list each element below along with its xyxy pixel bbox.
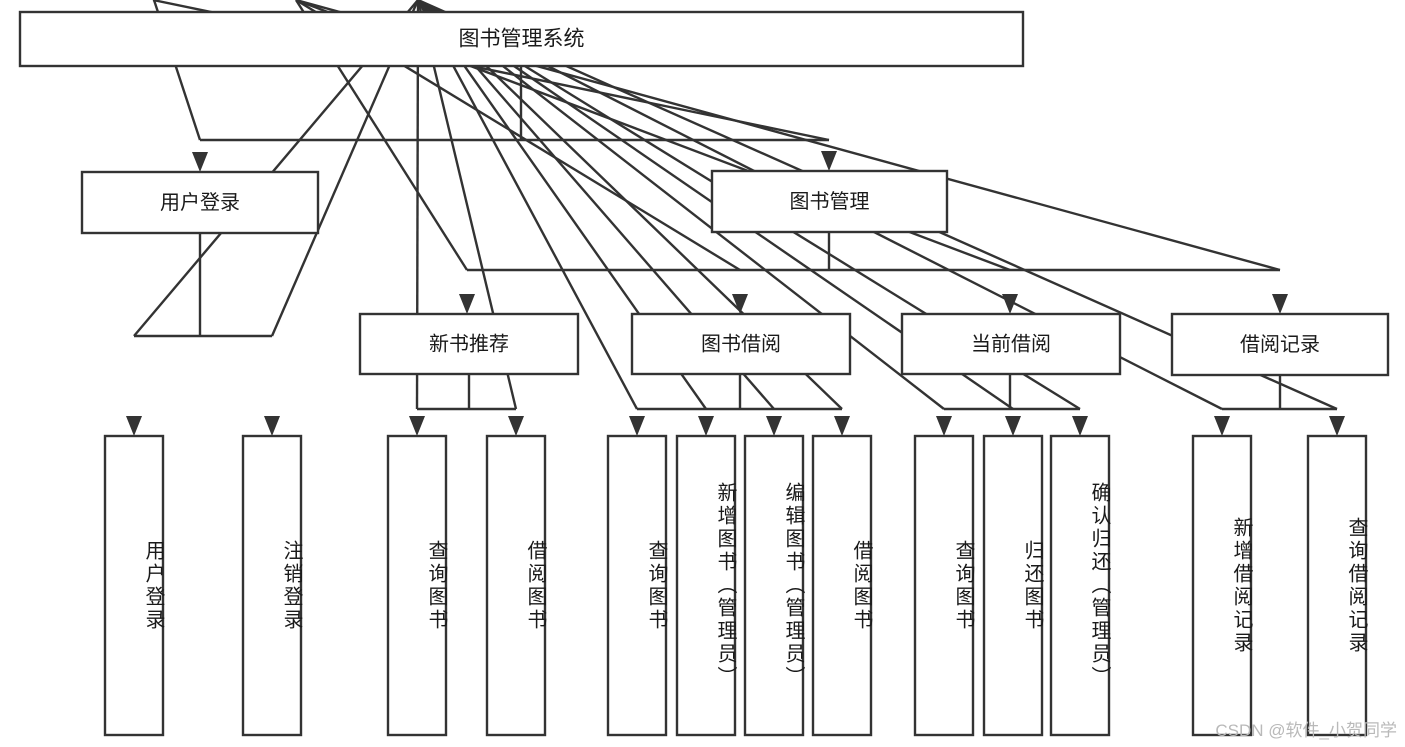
node-leaf-borrow-book-1-box — [485, 434, 547, 737]
node-current-borrow[interactable]: 当前借阅 — [900, 312, 1122, 376]
book-manage-drop-1-arrowhead — [732, 294, 748, 314]
node-leaf-user-login-box — [103, 434, 165, 737]
node-current-borrow-label: 当前借阅 — [971, 332, 1051, 355]
node-current-borrow-box — [900, 312, 1122, 376]
node-leaf-edit-book-box — [743, 434, 805, 737]
book-manage-drop-0-arrowhead — [459, 294, 475, 314]
book-borrow-drop-0-arrowhead — [629, 416, 645, 436]
user-login-drop-1-arrowhead — [264, 416, 280, 436]
book-borrow-drop-3-arrowhead — [834, 416, 850, 436]
new-book-rec-drop-1-arrowhead — [508, 416, 524, 436]
node-user-login-label: 用户登录 — [160, 191, 240, 214]
user-login-drop-0-arrowhead — [126, 416, 142, 436]
node-root-box — [18, 10, 1025, 68]
current-borrow-drop-0-arrowhead — [936, 416, 952, 436]
node-book-borrow-label: 图书借阅 — [701, 332, 781, 355]
node-leaf-add-record-box — [1191, 434, 1253, 737]
node-borrow-record[interactable]: 借阅记录 — [1170, 312, 1390, 377]
node-book-manage[interactable]: 图书管理 — [710, 169, 949, 234]
node-book-borrow[interactable]: 图书借阅 — [630, 312, 852, 376]
node-root[interactable]: 图书管理系统 — [18, 10, 1025, 68]
book-borrow-drop-1-arrowhead — [698, 416, 714, 436]
node-book-borrow-box — [630, 312, 852, 376]
book-borrow-drop-2-arrowhead — [766, 416, 782, 436]
node-leaf-add-book-box — [675, 434, 737, 737]
node-new-book-rec-label: 新书推荐 — [429, 332, 509, 355]
book-manage-drop-3-arrowhead — [1272, 294, 1288, 314]
node-leaf-query-record-box — [1306, 434, 1368, 737]
borrow-record-drop-1-arrowhead — [1329, 416, 1345, 436]
node-book-manage-label: 图书管理 — [790, 190, 870, 213]
new-book-rec-drop-0-arrowhead — [409, 416, 425, 436]
node-book-manage-box — [710, 169, 949, 234]
node-leaf-query-book-2-box — [606, 434, 668, 737]
root-drop-1-arrowhead — [821, 151, 837, 171]
current-borrow-drop-2-arrowhead — [1072, 416, 1088, 436]
node-borrow-record-label: 借阅记录 — [1240, 333, 1320, 356]
node-root-label: 图书管理系统 — [459, 28, 585, 51]
node-leaf-logout-login-box — [241, 434, 303, 737]
node-leaf-borrow-book-2-box — [811, 434, 873, 737]
node-user-login[interactable]: 用户登录 — [80, 170, 320, 235]
node-leaf-return-book-box — [982, 434, 1044, 737]
borrow-record-drop-0-arrowhead — [1214, 416, 1230, 436]
node-new-book-rec-box — [358, 312, 580, 376]
node-leaf-confirm-return-box — [1049, 434, 1111, 737]
node-user-login-box — [80, 170, 320, 235]
current-borrow-drop-1-arrowhead — [1005, 416, 1021, 436]
node-borrow-record-box — [1170, 312, 1390, 377]
node-leaf-query-book-1-box — [386, 434, 448, 737]
node-leaf-query-book-3-box — [913, 434, 975, 737]
node-new-book-rec[interactable]: 新书推荐 — [358, 312, 580, 376]
root-drop-0-arrowhead — [192, 152, 208, 172]
